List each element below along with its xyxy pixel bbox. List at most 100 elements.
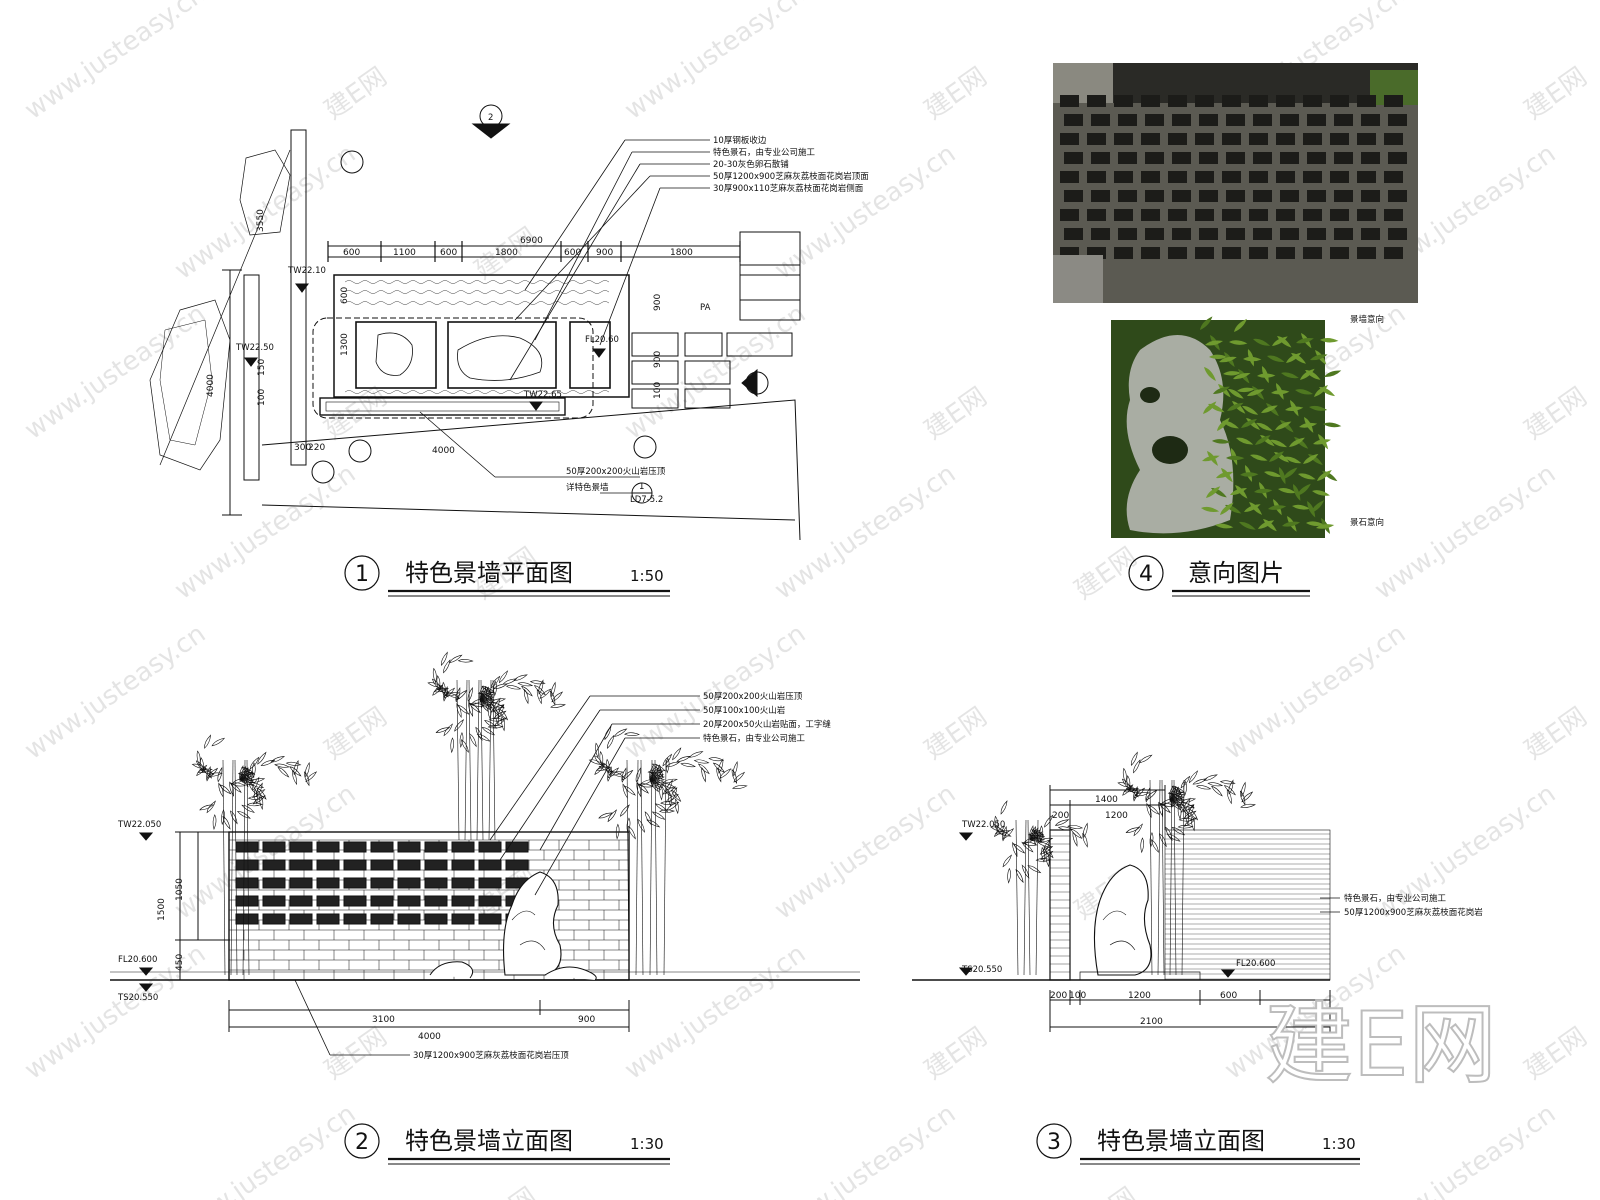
bamboo-leaf (1188, 770, 1199, 784)
bamboo-leaf (1000, 800, 1008, 815)
bamboo-leaf (505, 685, 522, 690)
photo-block-opening (1172, 152, 1191, 164)
level-tw2265: TW22.65 (523, 390, 562, 400)
hollow-block (451, 913, 475, 925)
bamboo-leaf (1027, 865, 1042, 874)
bamboo-leaf (1082, 832, 1088, 848)
photo-bamboo-leaf (1202, 455, 1220, 462)
bamboo-leaf (1125, 787, 1141, 794)
photo-block-opening (1357, 95, 1376, 107)
photo-bamboo-leaf (1226, 455, 1245, 461)
elev2-dim-900: 900 (578, 1015, 595, 1025)
photo-block-opening (1114, 247, 1133, 259)
photo-block-opening (1357, 209, 1376, 221)
photo-block-opening (1357, 171, 1376, 183)
bamboo-leaf (1002, 854, 1012, 868)
bamboo-leaf (456, 702, 462, 719)
hollow-block (397, 913, 421, 925)
view-1-scale: 1:50 (630, 567, 664, 585)
bamboo-leaf (1219, 780, 1236, 785)
bamboo-leaf (305, 771, 318, 783)
dim-bottom-1: 300 (294, 443, 311, 453)
bamboo-leaf (626, 817, 631, 834)
photo-block-opening (1280, 114, 1299, 126)
bamboo-leaf (719, 768, 732, 779)
photo-block-opening (1145, 228, 1164, 240)
photo-bamboo-leaf (1268, 505, 1287, 510)
elev2-bottom-callout: 30厚1200x900芝麻灰荔枝面花岗岩压顶 (413, 1050, 569, 1061)
photo-block-opening (1330, 247, 1349, 259)
photo-block-opening (1087, 133, 1106, 145)
photo-block-opening (1384, 133, 1403, 145)
bamboo-culm (1173, 779, 1177, 976)
photo-bamboo-leaf (1320, 338, 1339, 343)
bamboo-leaf (662, 786, 676, 795)
photo-block-opening (1330, 95, 1349, 107)
elev2-level-ts: TS20.550 (117, 993, 158, 1003)
photo-block-opening (1172, 228, 1191, 240)
photo-bamboo-leaf (1232, 401, 1246, 414)
bamboo-leaf (304, 761, 310, 778)
bamboo-leaf (440, 651, 448, 666)
plan-callout-5: 30厚900x110芝麻灰荔枝面花岗岩侧面 (713, 183, 864, 194)
hollow-block-pattern (235, 841, 529, 925)
bamboo-leaf (551, 691, 564, 703)
dim-top-4: 1800 (495, 248, 518, 258)
photo-bamboo-leaf (1213, 386, 1230, 395)
bamboo-leaf (1170, 792, 1175, 809)
level-tw2250: TW22.50 (235, 343, 274, 353)
photo-block-opening (1249, 95, 1268, 107)
bamboo-leaf (536, 689, 542, 705)
photo-block-opening (1141, 247, 1160, 259)
bamboo-culm (468, 679, 472, 841)
view-1-number: 1 (355, 562, 369, 587)
photo-block-opening (1384, 171, 1403, 183)
bamboo-leaf (230, 810, 238, 825)
hollow-block (478, 913, 502, 925)
bamboo-leaf (1041, 846, 1045, 863)
photo-block-opening (1388, 228, 1407, 240)
watermark-text: www.justeasy.cn (19, 619, 211, 766)
photo-block-opening (1249, 247, 1268, 259)
bamboo-leaf (1211, 785, 1223, 797)
photo-bamboo-leaf (1239, 521, 1256, 530)
plan-labels: 1 特色景墙平面图 1:50 2 10厚钢板收边 特色景石，由专业公司施工 20… (206, 113, 869, 587)
photo-block-opening (1168, 171, 1187, 183)
photo-block-opening (1064, 228, 1083, 240)
bamboo-leaf (1044, 814, 1054, 828)
elev2-dim-4000: 4000 (418, 1032, 441, 1042)
photo-block-opening (1199, 228, 1218, 240)
bamboo-leaf (236, 811, 251, 819)
bamboo-leaf (1117, 782, 1133, 788)
photo-block-opening (1361, 228, 1380, 240)
watermark-text: www.justeasy.cn (769, 139, 961, 286)
photo-bamboo-leaf (1310, 354, 1328, 361)
photo-block-opening (1060, 209, 1079, 221)
elev2-dim-1050: 1050 (175, 878, 185, 901)
hollow-block (262, 895, 286, 907)
hollow-block (343, 859, 367, 871)
photo-block-opening (1060, 133, 1079, 145)
watermark-text: www.justeasy.cn (619, 0, 811, 126)
dim-right-3: 100 (653, 382, 663, 399)
bamboo-leaf (598, 812, 614, 819)
bamboo-leaf (635, 767, 641, 783)
watermark-text: www.justeasy.cn (619, 299, 811, 446)
hollow-block (316, 895, 340, 907)
bamboo-leaf (1183, 817, 1197, 827)
bamboo-leaf (479, 699, 492, 711)
photo-block-opening (1199, 114, 1218, 126)
hollow-block (370, 841, 394, 853)
elev3-dim-b200: 200 (1050, 991, 1067, 1001)
photo-block-opening (1334, 228, 1353, 240)
bamboo-leaf (521, 685, 533, 697)
bamboo-leaf (688, 751, 704, 758)
bamboo-leaf (493, 710, 507, 720)
elev3-callout-1: 特色景石，由专业公司施工 (1344, 893, 1447, 904)
hollow-block (424, 859, 448, 871)
wall-hatch-pattern (1165, 833, 1330, 980)
photo-bamboo-leaf (1297, 483, 1311, 496)
photo-block-opening (1330, 133, 1349, 145)
photo-block-opening (1249, 171, 1268, 183)
bamboo-leaf (493, 683, 509, 690)
